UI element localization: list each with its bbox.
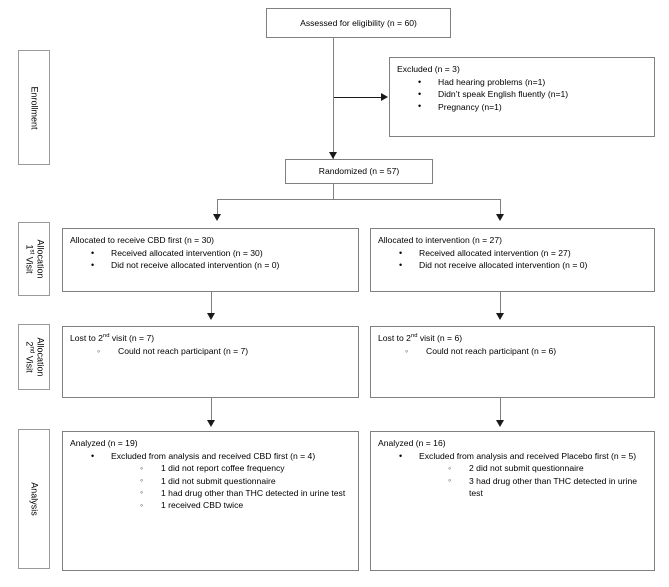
connector-alloc-left-to-lost-left [211,292,212,315]
node-analyzed-left-subitem-2: 1 did not submit questionnaire [140,474,352,487]
node-lost-left-title: Lost to 2nd visit (n = 7) [70,332,352,344]
node-allocated-left-item-2: Did not receive allocated intervention (… [91,259,352,272]
stage-alloc2-line-1: Allocation [35,337,46,377]
node-lost-right-title: Lost to 2nd visit (n = 6) [378,332,648,344]
node-lost-left-item-1: Could not reach participant (n = 7) [97,345,352,358]
stage-label-enrollment: Enrollment [18,50,50,165]
node-lost-left-list: Could not reach participant (n = 7) [70,345,352,358]
node-assessed-title: Assessed for eligibility (n = 60) [300,17,417,28]
connector-lost-right-to-analyzed-right [500,398,501,422]
node-allocated-right-title: Allocated to intervention (n = 27) [378,235,502,245]
node-excluded-item-1: Had hearing problems (n=1) [418,76,648,89]
stage-label-allocation-visit-2-text: Allocation 2nd Visit [23,337,46,377]
node-excluded: Excluded (n = 3) Had hearing problems (n… [389,57,655,137]
node-allocated-left-item-1: Received allocated intervention (n = 30) [91,247,352,260]
node-allocated-right-item-1: Received allocated intervention (n = 27) [399,247,648,260]
node-analyzed-left-subitem-4: 1 received CBD twice [140,499,352,512]
node-analyzed-right-sublist: 2 did not submit questionnaire 3 had dru… [419,462,648,499]
stage-alloc1-line-1: Allocation [35,239,46,279]
stage-analysis-line-1: Analysis [29,482,40,516]
node-lost-right-list: Could not reach participant (n = 6) [378,345,648,358]
node-analyzed-right: Analyzed (n = 16) Excluded from analysis… [370,431,655,571]
node-analyzed-left-bullet: Excluded from analysis and received CBD … [91,450,352,512]
node-lost-left-item-1-text: Could not reach participant (n = 7) [118,346,249,357]
node-analyzed-left-sublist: 1 did not report coffee frequency 1 did … [111,462,352,512]
connector-to-excluded-arrow [381,93,388,101]
node-lost-left-title-pre: Lost to 2 [70,333,103,343]
connector-split-right-arrow [496,214,504,221]
connector-lost-right-to-analyzed-right-arrow [496,420,504,427]
stage-label-enrollment-text: Enrollment [28,85,40,130]
node-excluded-list: Had hearing problems (n=1) Didn’t speak … [397,76,648,113]
stage-label-allocation-visit-2: Allocation 2nd Visit [18,324,50,390]
node-analyzed-right-bullet: Excluded from analysis and received Plac… [399,450,648,499]
node-analyzed-left-subitem-1: 1 did not report coffee frequency [140,462,352,475]
node-analyzed-right-title: Analyzed (n = 16) [378,438,446,448]
stage-alloc1-line-2: 1st Visit [24,244,35,274]
connector-to-excluded-line [334,97,381,98]
node-allocated-right-list: Received allocated intervention (n = 27)… [378,247,648,272]
node-analyzed-right-bullet-text: Excluded from analysis and received Plac… [419,451,637,462]
connector-alloc-right-to-lost-right [500,292,501,315]
stage-alloc2-line-2: 2nd Visit [24,341,35,373]
node-analyzed-left-subitem-3: 1 had drug other than THC detected in ur… [140,486,352,499]
node-lost-right: Lost to 2nd visit (n = 6) Could not reac… [370,326,655,398]
node-lost-right-item-1-text: Could not reach participant (n = 6) [426,346,557,357]
node-allocated-right-item-2: Did not receive allocated intervention (… [399,259,648,272]
connector-assessed-to-randomized [333,38,334,159]
node-analyzed-left-bullet-text: Excluded from analysis and received CBD … [111,451,316,462]
node-lost-right-title-sup: nd [410,333,418,340]
node-allocated-left-title: Allocated to receive CBD first (n = 30) [70,235,215,245]
node-randomized: Randomized (n = 57) [285,159,433,184]
stage-enrollment-line-1: Enrollment [29,85,40,130]
node-allocated-left: Allocated to receive CBD first (n = 30) … [62,228,359,292]
node-analyzed-left-title: Analyzed (n = 19) [70,438,138,448]
stage-label-analysis: Analysis [18,429,50,569]
node-lost-right-title-post: visit (n = 6) [417,333,463,343]
connector-lost-left-to-analyzed-left [211,398,212,422]
node-allocated-left-list: Received allocated intervention (n = 30)… [70,247,352,272]
node-analyzed-left-list: Excluded from analysis and received CBD … [70,450,352,512]
connector-split-bar [217,199,501,200]
connector-split-left [217,199,218,216]
node-lost-left-title-sup: nd [102,333,110,340]
node-lost-right-title-pre: Lost to 2 [378,333,411,343]
node-analyzed-left: Analyzed (n = 19) Excluded from analysis… [62,431,359,571]
node-analyzed-right-subitem-1: 2 did not submit questionnaire [448,462,648,475]
node-analyzed-right-subitem-2: 3 had drug other than THC detected in ur… [448,474,648,499]
stage-label-allocation-visit-1: Allocation 1st Visit [18,222,50,296]
node-randomized-title: Randomized (n = 57) [318,166,400,177]
node-allocated-right: Allocated to intervention (n = 27) Recei… [370,228,655,292]
connector-alloc-right-to-lost-right-arrow [496,313,504,320]
node-excluded-title: Excluded (n = 3) [397,64,460,74]
node-lost-right-item-1: Could not reach participant (n = 6) [405,345,648,358]
stage-label-allocation-visit-1-text: Allocation 1st Visit [23,239,46,279]
node-analyzed-right-list: Excluded from analysis and received Plac… [378,450,648,499]
connector-lost-left-to-analyzed-left-arrow [207,420,215,427]
connector-alloc-left-to-lost-left-arrow [207,313,215,320]
node-lost-left-title-post: visit (n = 7) [109,333,155,343]
stage-label-analysis-text: Analysis [28,482,40,516]
node-excluded-item-2: Didn’t speak English fluently (n=1) [418,88,648,101]
connector-split-left-arrow [213,214,221,221]
node-excluded-item-3: Pregnancy (n=1) [418,100,648,113]
connector-split-right [500,199,501,216]
connector-randomized-arrow [329,152,337,159]
node-assessed-for-eligibility: Assessed for eligibility (n = 60) [266,8,451,38]
connector-randomized-stub [333,184,334,200]
node-lost-left: Lost to 2nd visit (n = 7) Could not reac… [62,326,359,398]
